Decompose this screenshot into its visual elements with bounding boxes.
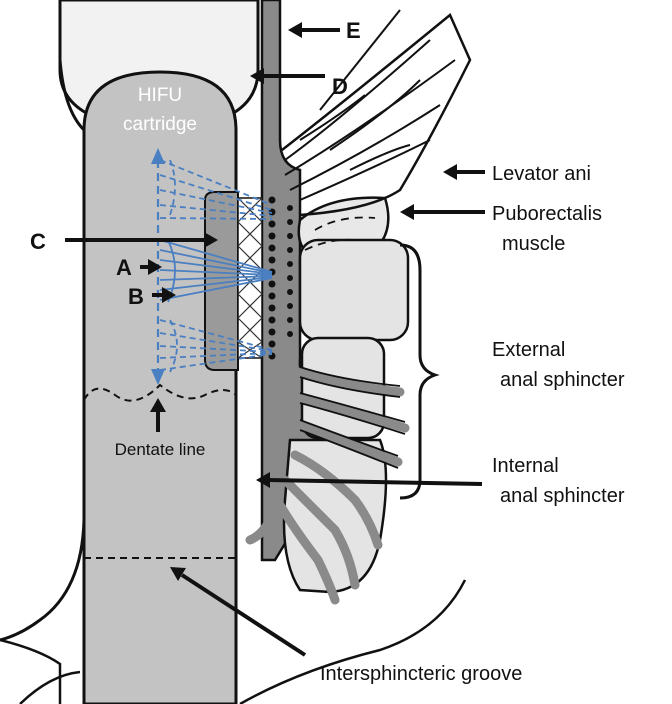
anal-canal-left-wall (0, 59, 86, 642)
dentate-line (83, 383, 237, 402)
label-e: E (346, 18, 361, 43)
label-a: A (116, 255, 132, 280)
external-sphincter-block (282, 438, 388, 594)
beam-arrowheads (151, 148, 165, 385)
label-c: C (30, 229, 46, 254)
internal-sphincter-label-line1: Internal (492, 455, 559, 477)
hifu-label-line1: HIFU (138, 85, 182, 106)
focal-dots (268, 196, 293, 360)
external-sphincter-label-line1: External (492, 339, 565, 361)
skin-line (19, 670, 81, 704)
puborectalis-label-line2: muscle (502, 233, 565, 255)
hifu-cartridge (82, 70, 238, 704)
puborectalis-label-line1: Puborectalis (492, 203, 602, 225)
external-sphincter-bracket (399, 243, 440, 500)
skin-line (0, 638, 62, 704)
hifu-label-line2: cartridge (123, 114, 197, 135)
internal-sphincter-label-line2: anal sphincter (500, 485, 625, 507)
label-b: B (128, 284, 144, 309)
dashed-fascia (304, 216, 376, 251)
dentate-line-label: Dentate line (115, 440, 206, 459)
internal-sphincter-fibers (245, 367, 410, 605)
levator-ani-outline (281, 12, 472, 217)
arrows (65, 22, 485, 657)
levator-ani-fibers (284, 9, 456, 201)
label-d: D (332, 74, 348, 99)
skin-line-right (239, 579, 467, 704)
internal-sphincter-fiber-outline (299, 366, 406, 469)
levator-ani-label: Levator ani (492, 163, 591, 185)
external-sphincter-label-line2: anal sphincter (500, 369, 625, 391)
intersphincteric-groove-label: Intersphincteric groove (320, 663, 522, 685)
external-sphincter-block (298, 238, 410, 342)
ultrasound-beams (156, 159, 273, 375)
